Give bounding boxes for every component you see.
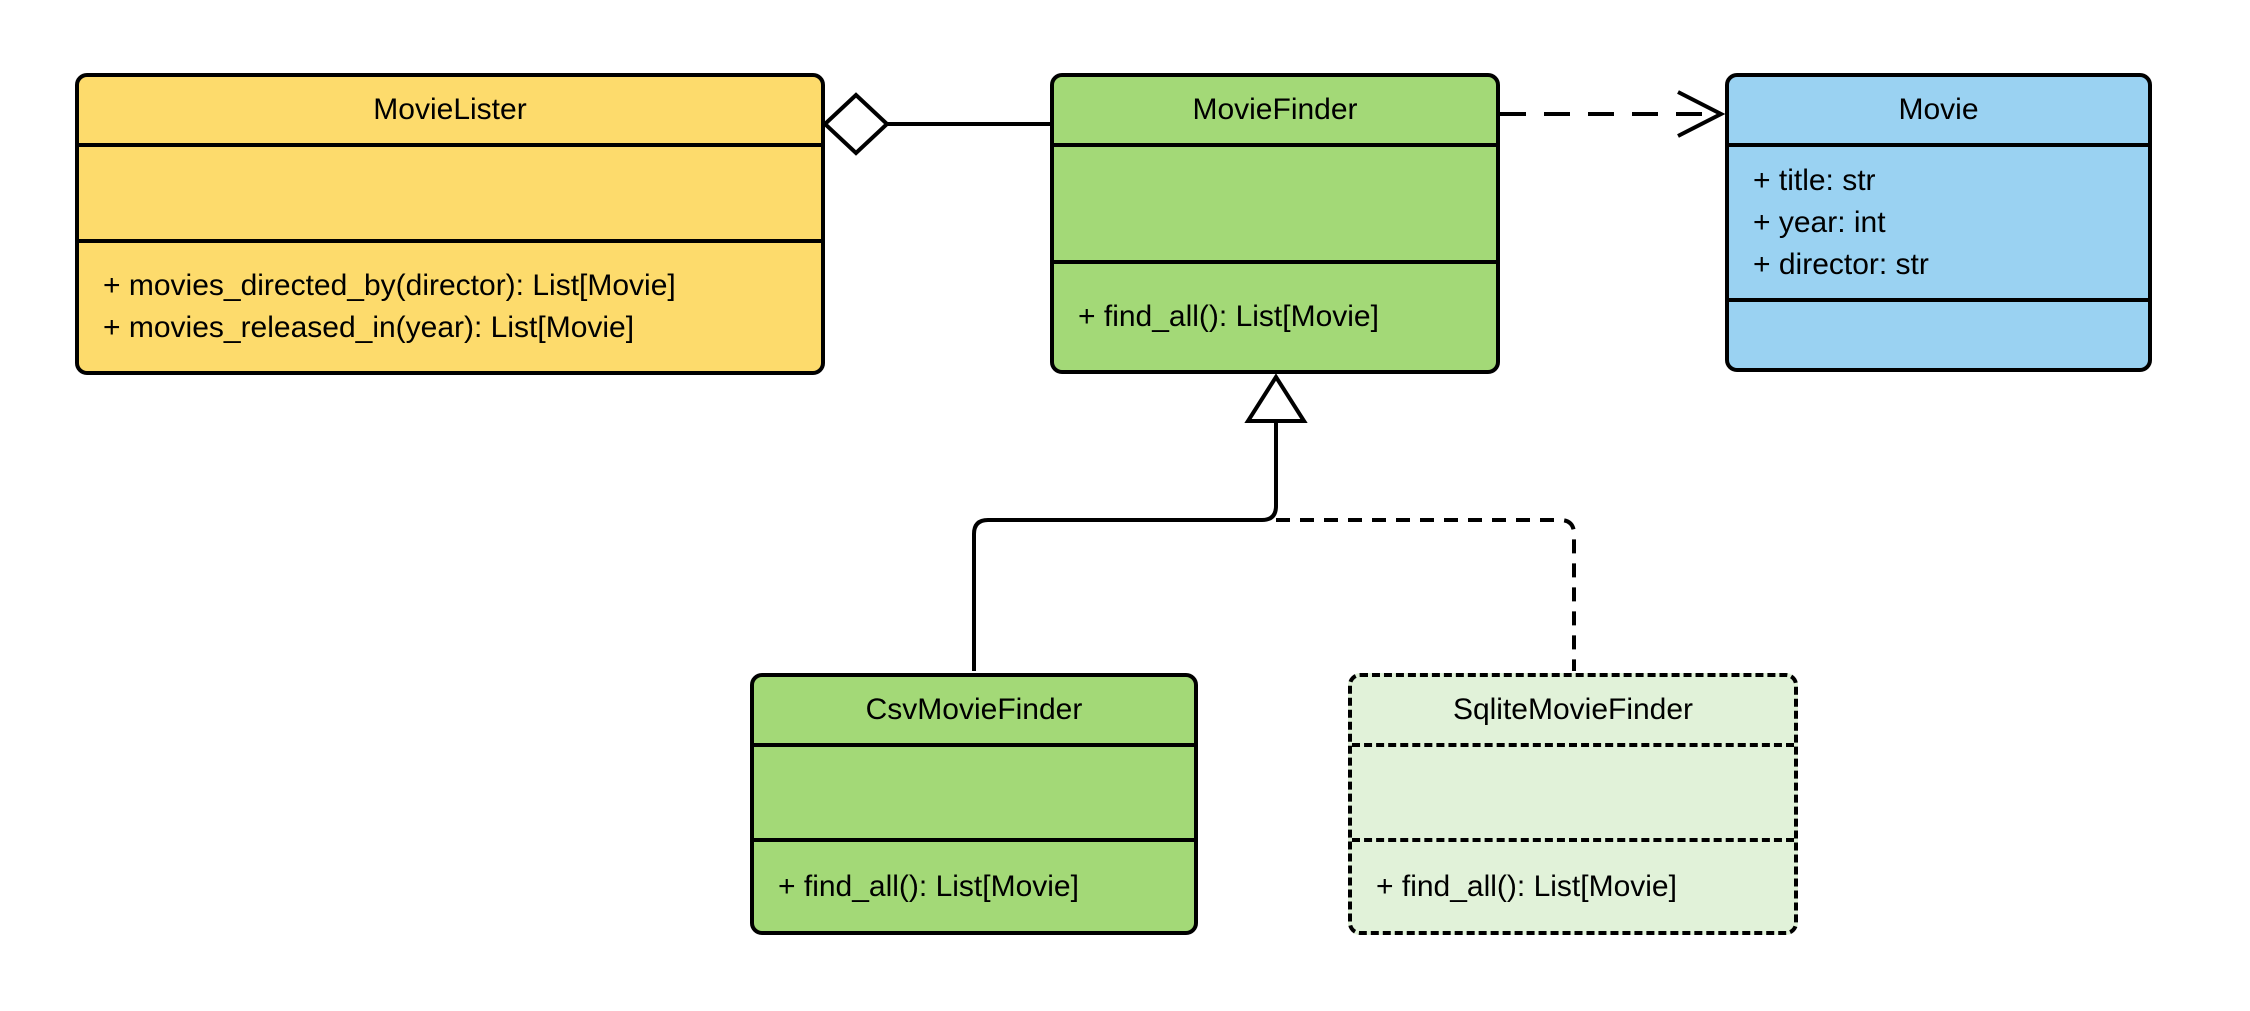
class-movie: Movie + title: str + year: int + directo… bbox=[1725, 73, 2152, 372]
class-sqlitemoviefinder-title: SqliteMovieFinder bbox=[1452, 693, 1694, 726]
aggregation-connector-movielister-moviefinder bbox=[822, 92, 1050, 156]
class-movie-attributes-section: + title: str + year: int + director: str bbox=[1729, 143, 2148, 298]
class-movielister-methods-section: + movies_directed_by(director): List[Mov… bbox=[79, 239, 821, 371]
class-moviefinder: MovieFinder + find_all(): List[Movie] bbox=[1050, 73, 1500, 374]
inheritance-connector-moviefinder bbox=[972, 373, 1576, 671]
class-csvmoviefinder-title: CsvMovieFinder bbox=[865, 693, 1083, 726]
class-csvmoviefinder-methods-section: + find_all(): List[Movie] bbox=[754, 838, 1194, 931]
class-sqlitemoviefinder: SqliteMovieFinder + find_all(): List[Mov… bbox=[1348, 673, 1798, 935]
inheritance-line-csvmoviefinder bbox=[972, 421, 1278, 671]
class-csvmoviefinder-attributes-section bbox=[754, 743, 1194, 838]
inheritance-line-sqlitemoviefinder bbox=[1276, 518, 1576, 671]
method-row: + movies_directed_by(director): List[Mov… bbox=[103, 269, 676, 302]
dependency-connector-moviefinder-movie bbox=[1500, 90, 1726, 138]
method-row: + movies_released_in(year): List[Movie] bbox=[103, 311, 635, 344]
method-row: + find_all(): List[Movie] bbox=[778, 869, 1079, 903]
method-row: + find_all(): List[Movie] bbox=[1078, 300, 1379, 333]
class-movie-title: Movie bbox=[1898, 93, 1979, 126]
attribute-row: + year: int bbox=[1753, 205, 1886, 239]
class-csvmoviefinder: CsvMovieFinder + find_all(): List[Movie] bbox=[750, 673, 1198, 935]
attribute-row: + title: str bbox=[1753, 163, 1876, 197]
aggregation-diamond-icon bbox=[822, 92, 890, 156]
class-moviefinder-attributes-section bbox=[1054, 143, 1496, 260]
class-movielister: MovieLister + movies_directed_by(directo… bbox=[75, 73, 825, 375]
class-movie-methods-section bbox=[1729, 298, 2148, 368]
class-movielister-title: MovieLister bbox=[373, 93, 527, 126]
class-sqlitemoviefinder-attributes-section bbox=[1352, 743, 1794, 838]
attribute-row: + director: str bbox=[1753, 247, 1929, 281]
dependency-arrow-icon bbox=[1677, 90, 1726, 138]
class-movielister-attributes-section bbox=[79, 143, 821, 239]
method-row: + find_all(): List[Movie] bbox=[1376, 869, 1677, 903]
class-moviefinder-title: MovieFinder bbox=[1192, 93, 1358, 126]
class-moviefinder-methods-section: + find_all(): List[Movie] bbox=[1054, 260, 1496, 370]
inheritance-triangle-icon bbox=[1244, 373, 1308, 423]
class-sqlitemoviefinder-methods-section: + find_all(): List[Movie] bbox=[1352, 838, 1794, 931]
